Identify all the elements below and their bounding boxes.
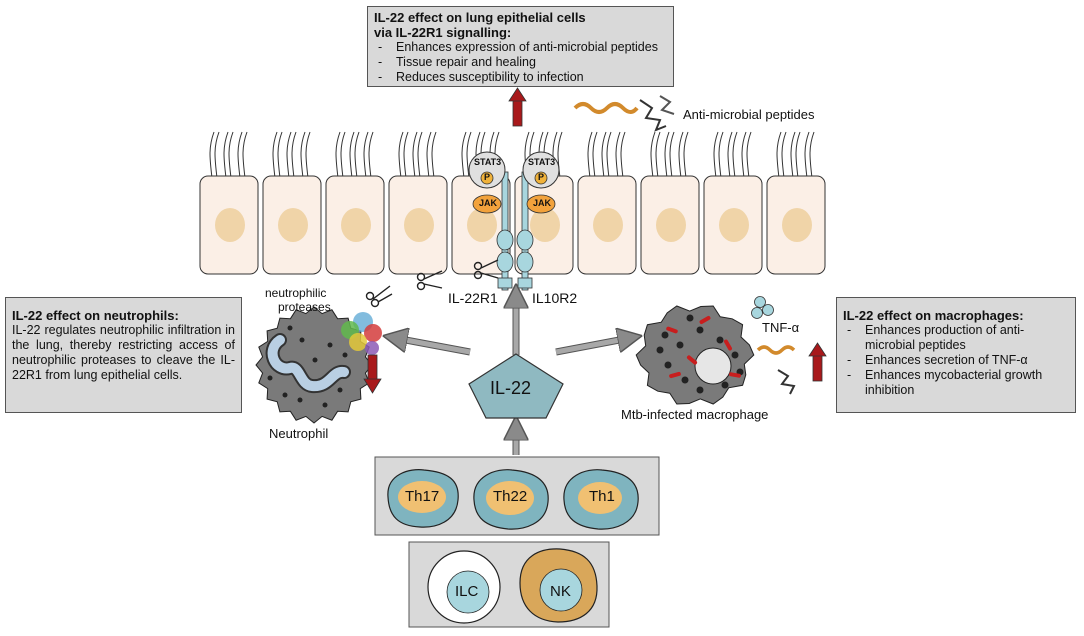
macrophage-effect-list: Enhances production of anti-microbial pe… — [843, 323, 1069, 398]
jak-right — [526, 194, 556, 214]
neutrophil-effect-box: IL-22 effect on neutrophils: IL-22 regul… — [5, 297, 242, 413]
arrow-to-macrophage — [555, 338, 630, 356]
list-item: Enhances production of anti-microbial pe… — [843, 323, 1069, 353]
epithelial-cell — [262, 131, 322, 275]
stat3-left — [468, 151, 506, 189]
ilc-label: ILC — [455, 583, 479, 600]
list-item: Reduces susceptibility to infection — [374, 70, 667, 85]
epithelial-box-title-1: IL-22 effect on lung epithelial cells — [374, 10, 586, 25]
neutrophil-box-text: IL-22 regulates neutrophilic infiltratio… — [12, 323, 235, 382]
neutrophil-label: Neutrophil — [269, 426, 329, 441]
scissors-icon-proteases — [365, 285, 393, 308]
jak-left-label: JAK — [479, 198, 498, 208]
list-item: Enhances expression of anti-microbial pe… — [374, 40, 667, 55]
epithelial-box-title-2: via IL-22R1 signalling: — [374, 25, 512, 40]
macrophage-box-title: IL-22 effect on macrophages: — [843, 308, 1024, 323]
il22-pentagon — [468, 353, 564, 419]
nk-cell — [519, 548, 598, 623]
scissors-icon — [416, 259, 499, 291]
epithelial-cell — [388, 131, 448, 275]
th22-label: Th22 — [493, 488, 528, 505]
tnf-label: TNF-α — [762, 320, 800, 335]
il22-receptor-complex — [496, 171, 534, 291]
phospho-right-label: P — [538, 172, 545, 182]
list-item: Tissue repair and healing — [374, 55, 667, 70]
stat3-left-label: STAT3 — [474, 157, 502, 167]
epithelial-cell — [766, 131, 826, 275]
tnf-alpha-icon — [751, 296, 774, 319]
upregulation-arrow-macrophage — [808, 342, 827, 382]
jak-right-label: JAK — [533, 198, 552, 208]
th17-label: Th17 — [405, 488, 440, 505]
epithelial-cell — [640, 131, 700, 275]
epithelial-cell — [577, 131, 637, 275]
proteases-label-1: neutrophilic — [265, 286, 327, 300]
antimicrobial-peptides-icon — [573, 95, 675, 132]
th17-cell — [387, 469, 459, 528]
jak-left — [472, 194, 502, 214]
stat3-right — [522, 151, 560, 189]
epithelial-cell — [325, 131, 385, 275]
il10r2-label: IL10R2 — [532, 290, 578, 306]
ilc-cell — [427, 550, 501, 624]
antimicrobial-peptides-macrophage-icon — [756, 345, 796, 395]
epithelial-cell — [703, 131, 763, 275]
list-item: Enhances secretion of TNF-α — [843, 353, 1069, 368]
nk-label: NK — [550, 583, 571, 600]
proteases-label-2: proteases — [278, 300, 331, 314]
macrophage-label: Mtb-infected macrophage — [621, 407, 769, 422]
th1-label: Th1 — [589, 488, 615, 505]
macrophage-cell — [635, 305, 755, 405]
neutrophil-box-title: IL-22 effect on neutrophils: — [12, 308, 179, 323]
macrophage-effect-box: IL-22 effect on macrophages: Enhances pr… — [836, 297, 1076, 413]
phospho-left-label: P — [484, 172, 491, 182]
il22r1-label: IL-22R1 — [448, 290, 498, 306]
downregulation-arrow-neutrophil — [363, 354, 382, 394]
il22-label: IL-22 — [490, 378, 532, 398]
neutrophilic-proteases-icon — [341, 312, 382, 355]
epithelial-cell — [199, 131, 259, 275]
stat3-right-label: STAT3 — [528, 157, 556, 167]
list-item: Enhances mycobacterial growth inhibition — [843, 368, 1069, 398]
upregulation-arrow-epithelium — [508, 87, 527, 127]
th22-cell — [473, 469, 549, 530]
arrow-to-neutrophil — [395, 338, 471, 356]
epithelial-effect-list: Enhances expression of anti-microbial pe… — [374, 40, 667, 85]
epithelial-cell-layer — [199, 131, 826, 275]
th1-cell — [563, 469, 639, 530]
neutrophil-cell — [255, 306, 373, 424]
amp-label: Anti-microbial peptides — [683, 107, 815, 122]
epithelial-effect-box: IL-22 effect on lung epithelial cells vi… — [367, 6, 674, 87]
